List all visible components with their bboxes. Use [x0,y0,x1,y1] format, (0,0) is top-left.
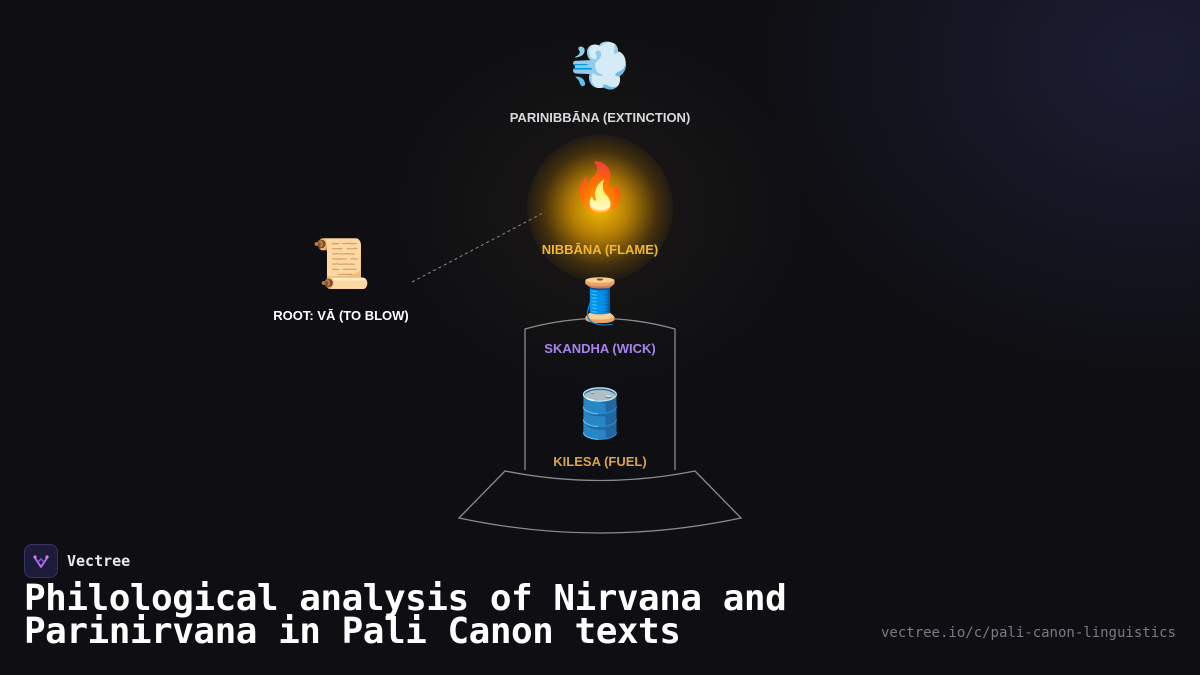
node-fuel: 🛢️ KILESA (FUEL) [553,386,646,475]
course-url-link[interactable]: vectree.io/c/pali-canon-linguistics [880,625,1176,641]
node-flame: 🔥 NIBBĀNA (FLAME) [542,160,659,264]
wick-label: SKANDHA (WICK) [544,341,656,356]
extinction-label: PARINIBBĀNA (EXTINCTION) [509,110,691,125]
root-connector-line [411,211,546,283]
node-root: 📜 ROOT: VĀ (TO BLOW) [273,236,409,330]
title-line-2: Parinirvana in Pali Canon texts [24,611,681,652]
lamp-neck-outline [524,317,676,470]
page-title: Philological analysis of Nirvana and Par… [24,578,787,652]
wind-icon: 💨 [570,38,630,94]
brand-name: Vectree [67,552,131,570]
node-wick: 🧵 SKANDHA (WICK) [544,276,655,360]
flame-glow [527,135,673,281]
vectree-logo-icon [24,544,58,578]
title-line-1: Philological analysis of Nirvana and [24,578,787,619]
thread-spool-icon: 🧵 [572,276,628,327]
scroll-icon: 📜 [311,236,371,292]
root-label: ROOT: VĀ (TO BLOW) [273,308,409,323]
fire-icon: 🔥 [570,160,630,216]
flame-label: NIBBĀNA (FLAME) [541,242,659,257]
oil-drum-icon: 🛢️ [570,386,630,442]
brand[interactable]: Vectree [24,544,130,578]
fuel-label: KILESA (FUEL) [553,454,647,469]
lamp-base-outline [457,470,743,534]
node-extinction: 💨 PARINIBBĀNA (EXTINCTION) [510,38,691,132]
